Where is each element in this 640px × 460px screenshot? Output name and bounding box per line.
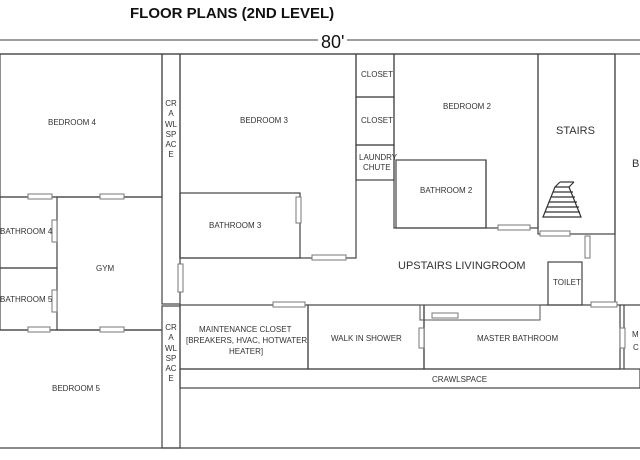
gym-label: GYM: [96, 264, 115, 273]
bedroom-3-outline: [179, 53, 357, 259]
toilet-label: TOILET: [553, 278, 581, 287]
bedroom-4-label: BEDROOM 4: [48, 118, 97, 127]
doors: [27, 193, 626, 349]
maintenance-closet-label-3: HEATER]: [229, 347, 264, 356]
stairs-icon: [542, 181, 582, 218]
edge-room-label-c: C: [633, 343, 639, 352]
crawlspace-vertical-top-label: CRAWLSPACE: [165, 99, 177, 160]
stairs-label: STAIRS: [556, 125, 595, 137]
bedroom-3-label: BEDROOM 3: [240, 116, 289, 125]
laundry-chute-label-2: CHUTE: [363, 163, 391, 172]
maintenance-closet-label-2: [BREAKERS, HVAC, HOTWATER: [186, 336, 308, 345]
master-bathroom-label: MASTER BATHROOM: [477, 334, 559, 343]
crawlspace-horizontal-outline: [179, 368, 640, 389]
bedroom-2-outline: [393, 53, 539, 229]
page-title: FLOOR PLANS (2ND LEVEL): [130, 5, 335, 22]
edge-room-label-b: B: [632, 158, 640, 170]
upstairs-livingroom-label: UPSTAIRS LIVINGROOM: [398, 260, 526, 272]
closet-1-label: CLOSET: [361, 70, 394, 79]
walk-in-shower-label: WALK IN SHOWER: [331, 334, 402, 343]
maintenance-closet-label-1: MAINTENANCE CLOSET: [199, 325, 292, 334]
bathroom-5-label: BATHROOM 5: [0, 295, 53, 304]
closet-2-label: CLOSET: [361, 116, 394, 125]
bedroom-2-label: BEDROOM 2: [443, 102, 492, 111]
bedroom-5-label: BEDROOM 5: [52, 384, 101, 393]
crawlspace-vertical-bottom-label: CRAWLSPACE: [165, 323, 177, 384]
crawlspace-left-top-outline: [161, 53, 181, 305]
bathroom-2-label: BATHROOM 2: [420, 186, 473, 195]
bathroom-4-label: BATHROOM 4: [0, 227, 53, 236]
toilet-outline: [547, 261, 583, 306]
dimension-label: 80': [318, 32, 348, 53]
crawlspace-horizontal-label: CRAWLSPACE: [432, 375, 488, 384]
edge-room-label-m: M: [632, 330, 639, 339]
bathroom-3-label: BATHROOM 3: [209, 221, 262, 230]
bathroom-3-outline: [179, 192, 301, 259]
laundry-chute-label-1: LAUNDRY: [359, 153, 398, 162]
